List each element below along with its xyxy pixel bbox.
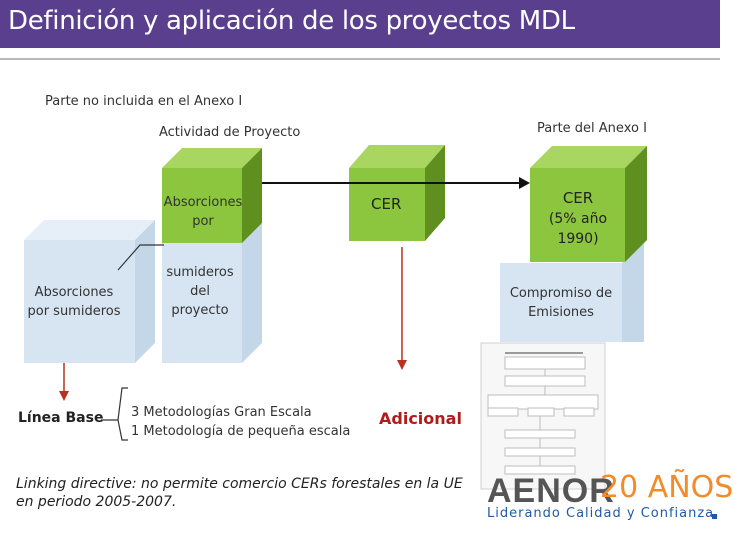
title-bar [0,0,720,48]
block-front-face [24,240,135,363]
process-document-thumbnail [480,342,606,490]
absorciones-sumideros-block [24,220,155,363]
cer-right-block [530,146,647,262]
compromiso-block [500,243,644,342]
parte-no-incluida-label: Parte no incluida en el Anexo I [45,94,243,109]
adicional-down-arrow [397,247,407,370]
absorciones-por-label: Absorciones por [163,195,243,229]
block-top-face [349,145,445,168]
logo-tagline: Liderando Calidad y Confianza [487,506,715,521]
cer-right-label: CER [562,189,594,207]
aenor-logo [712,514,717,519]
cer-middle-label: CER [371,195,402,213]
block-side-face [135,220,155,363]
diagram-canvas [24,145,717,519]
block-front-face [162,168,242,243]
logo-brand: AENOR [487,472,615,510]
block-side-face [242,148,262,243]
project-sumideros-block [162,223,262,363]
parte-anexo-label: Parte del Anexo I [537,121,647,136]
block-side-face [625,146,647,262]
block-top-face [24,220,155,240]
actividad-proyecto-label: Actividad de Proyecto [159,125,301,140]
block-front-face [162,243,242,363]
block-side-face [425,145,445,241]
baseline-down-arrow [59,363,69,401]
absorciones-sumideros-label: Absorciones por sumideros [27,285,121,319]
block-top-face [162,148,262,168]
adicional-label: Adicional [379,409,462,428]
methodology-brackets [101,244,164,441]
metodologias-gran-escala: 3 Metodologías Gran Escala [131,405,312,420]
cer-middle-block [349,145,445,241]
logo-anniversary: 20 AÑOS [600,470,733,505]
linking-directive-note: Linking directive: no permite comercio C… [16,476,463,510]
sumideros-proyecto-label: sumideros del proyecto [166,265,234,318]
block-top-face [530,146,647,168]
compromiso-label: Compromiso de Emisiones [509,286,613,320]
project-absorciones-block [162,148,262,243]
logo-square [712,514,717,519]
linea-base-label: Línea Base [18,410,104,426]
project-to-annex-arrow [262,177,530,189]
block-front-face [530,168,625,262]
block-side-face [242,223,262,363]
block-side-face [622,243,644,342]
metodologia-pequena-escala: 1 Metodología de pequeña escala [131,424,351,439]
block-front-face [500,263,622,342]
block-front-face [349,168,425,241]
cer-right-detail: (5% año 1990) [548,211,608,247]
page-title: Definición y aplicación de los proyectos… [8,6,575,36]
